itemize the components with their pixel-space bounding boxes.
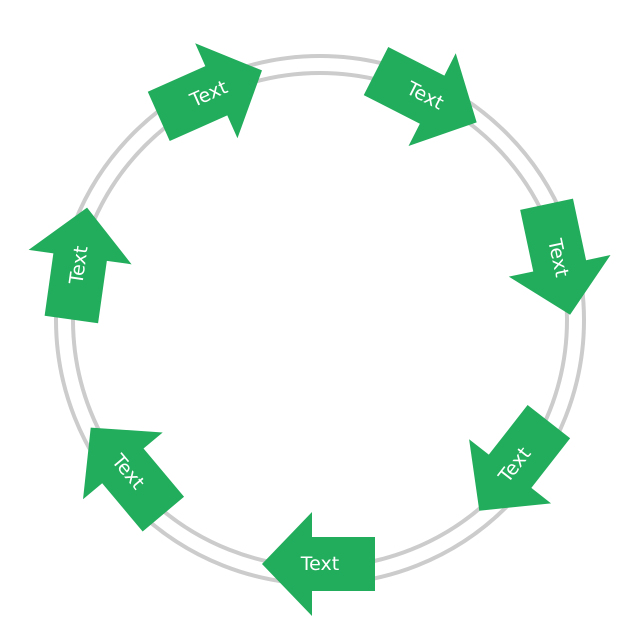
arrow-shape (147, 43, 262, 142)
cycle-arrow-6[interactable]: Text (51, 394, 203, 547)
arrow-shape (262, 512, 375, 616)
arrow-shape (28, 207, 132, 324)
cycle-arrow-7[interactable]: Text (20, 200, 139, 326)
arrow-shape (83, 427, 185, 532)
arrow-shape (508, 198, 611, 315)
cycle-arrow-3[interactable]: Text (496, 193, 621, 325)
arrow-label: Text (65, 244, 92, 286)
cycle-arrow-4[interactable]: Text (438, 390, 590, 543)
cycle-arrow-2[interactable]: Text (352, 25, 500, 169)
arrow-label: Text (300, 553, 339, 575)
cycle-arrow-5[interactable]: Text (262, 512, 375, 616)
arrow-shape (363, 46, 477, 146)
cycle-arrow-1[interactable]: Text (138, 23, 284, 164)
arrow-shape (469, 405, 571, 511)
